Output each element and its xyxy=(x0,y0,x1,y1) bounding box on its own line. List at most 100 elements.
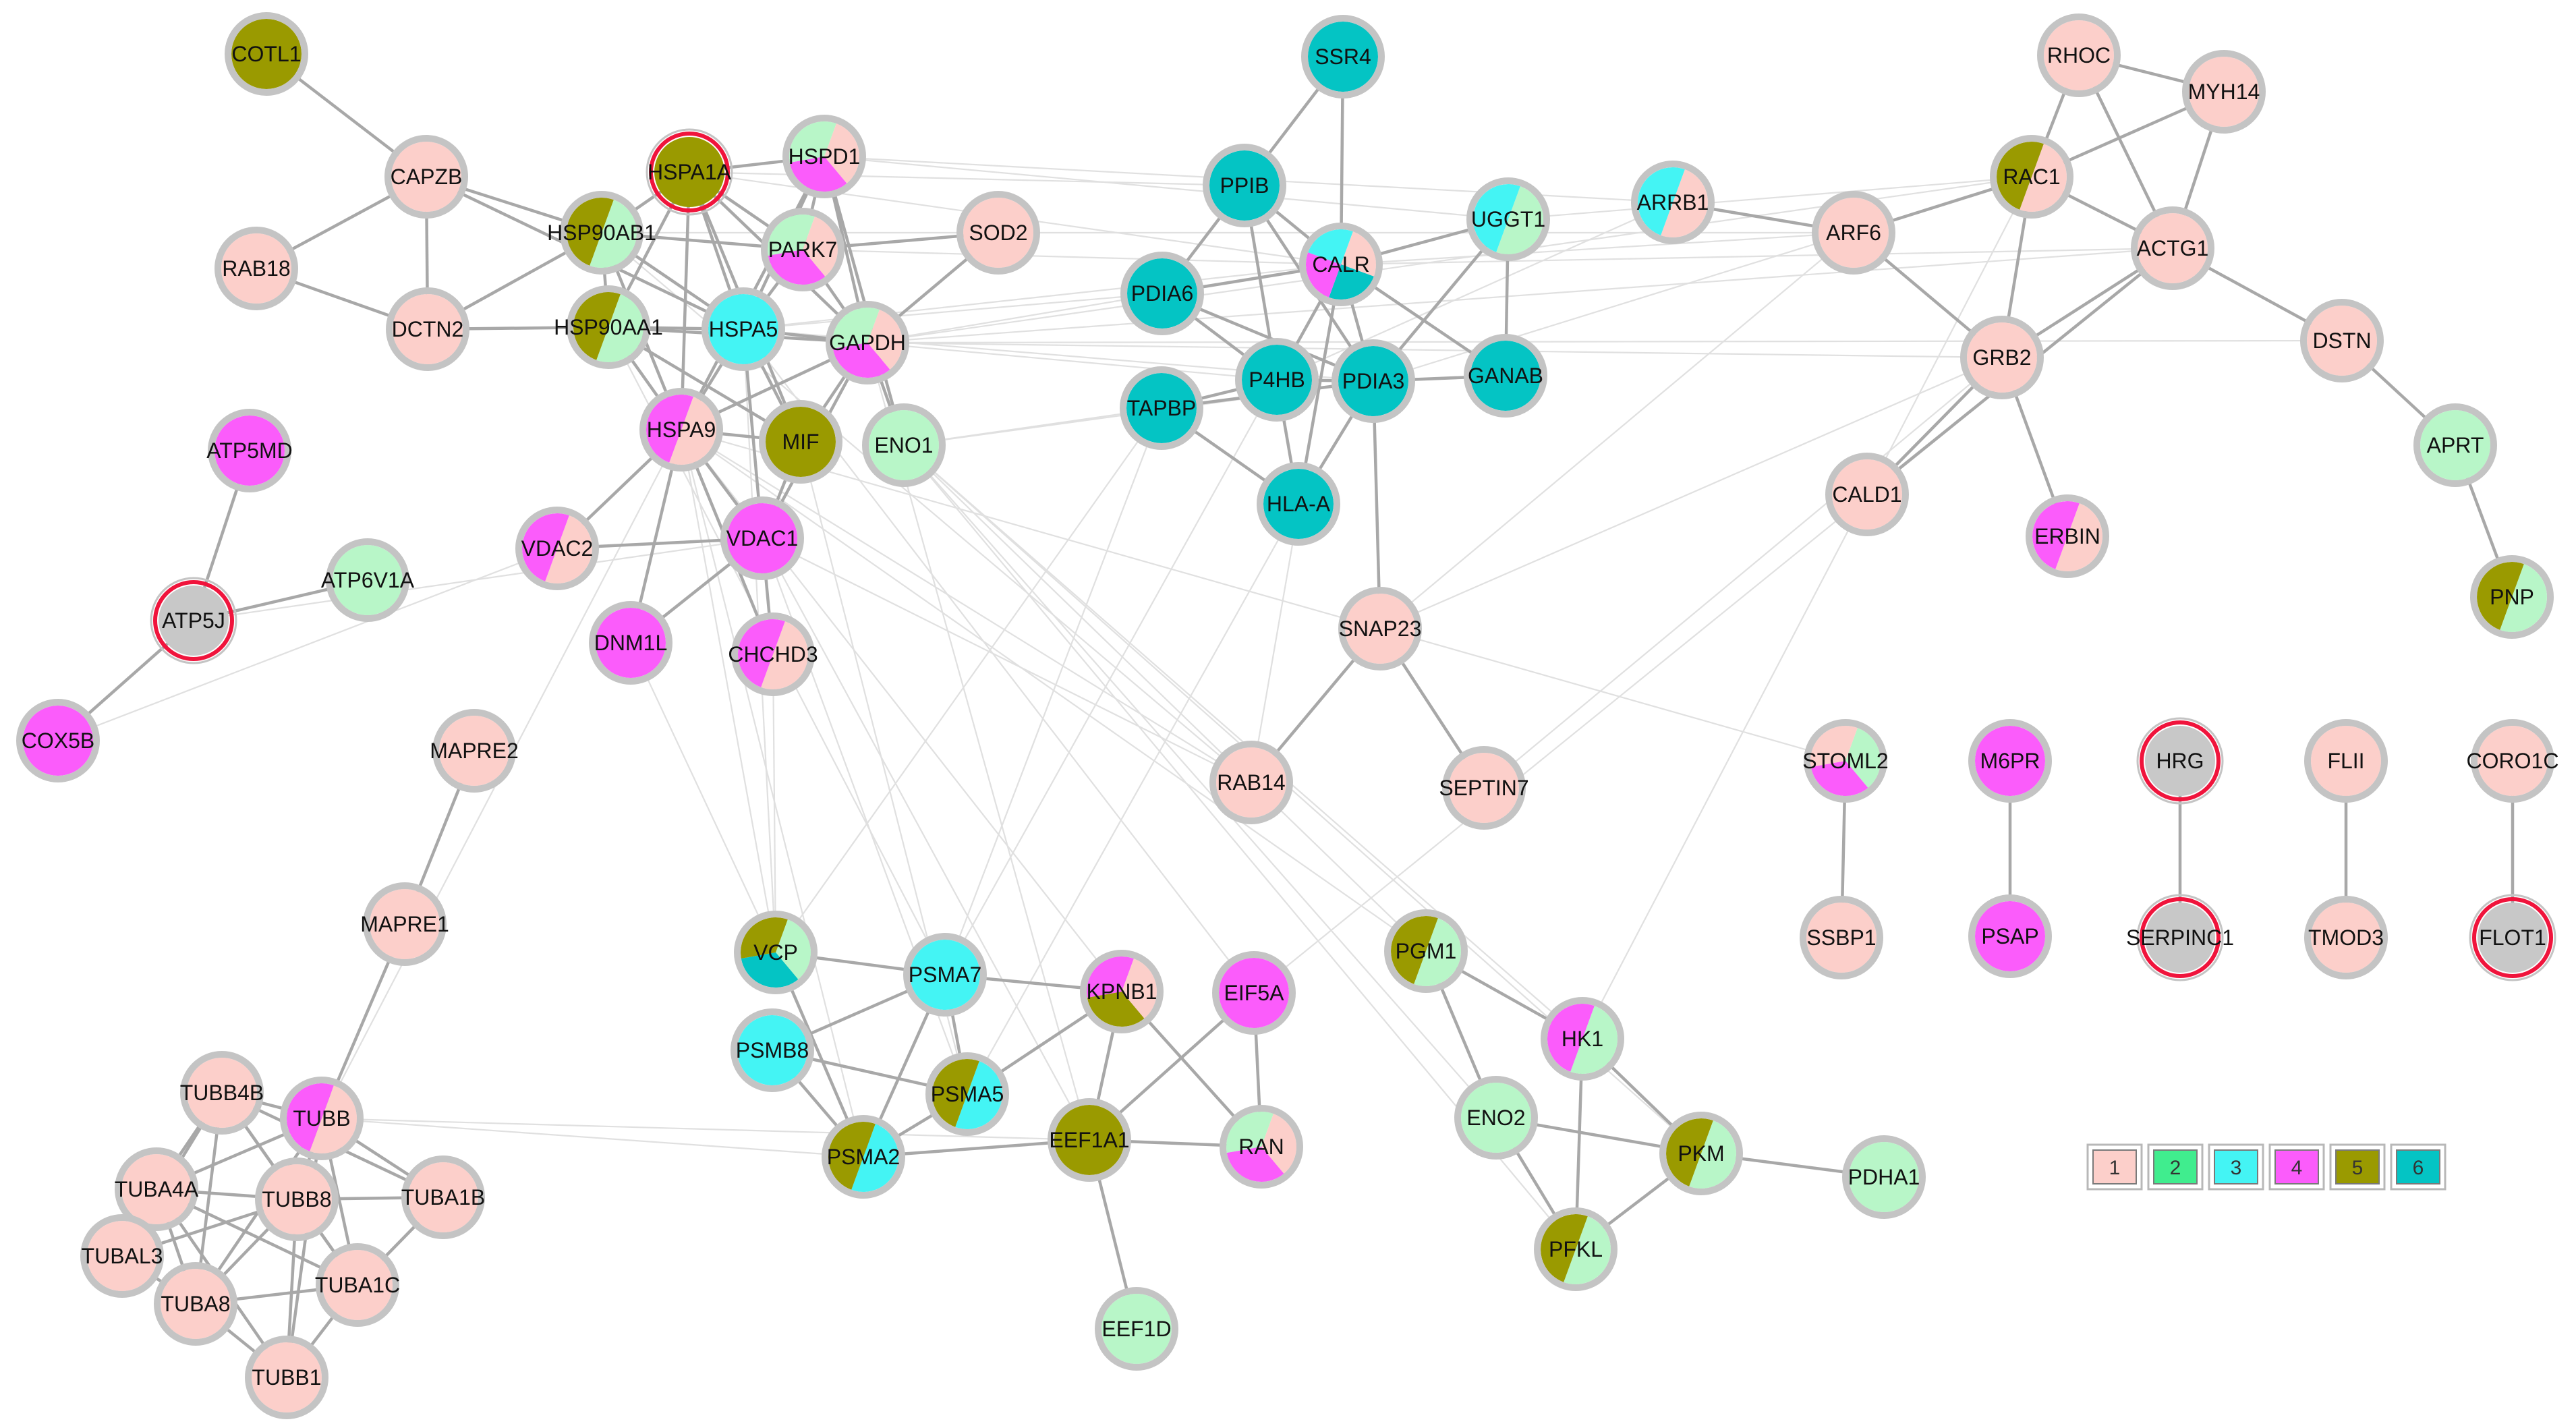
node-stoml2[interactable]: STOML2 xyxy=(1802,719,1889,803)
node-psma5[interactable]: PSMA5 xyxy=(925,1052,1009,1136)
node-arrb1[interactable]: ARRB1 xyxy=(1631,161,1715,244)
node-snap23[interactable]: SNAP23 xyxy=(1338,587,1422,670)
node-segment xyxy=(1226,1147,1284,1182)
node-mapre1[interactable]: MAPRE1 xyxy=(360,882,449,966)
node-hspa1a[interactable]: HSPA1A xyxy=(646,128,733,216)
node-tmod3[interactable]: TMOD3 xyxy=(2304,896,2388,979)
node-fill xyxy=(1242,345,1312,415)
edge-HSPD1-ENO1 xyxy=(822,156,906,446)
node-park7[interactable]: PARK7 xyxy=(761,208,845,291)
node-hsp90ab1[interactable]: HSP90AB1 xyxy=(547,191,656,275)
node-hspa9[interactable]: HSPA9 xyxy=(639,388,723,472)
node-hrg[interactable]: HRG xyxy=(2136,717,2224,805)
node-segment xyxy=(310,1085,357,1153)
node-psap[interactable]: PSAP xyxy=(1968,894,2052,978)
node-rab18[interactable]: RAB18 xyxy=(214,227,298,310)
node-dstn[interactable]: DSTN xyxy=(2300,299,2384,382)
node-mif[interactable]: MIF xyxy=(759,400,842,484)
node-tuba4a[interactable]: TUBA4A xyxy=(115,1147,199,1231)
node-tuba1b[interactable]: TUBA1B xyxy=(401,1155,485,1239)
node-pdia6[interactable]: PDIA6 xyxy=(1120,252,1204,335)
node-tubb[interactable]: TUBB xyxy=(280,1077,364,1160)
legend-item-4: 4 xyxy=(2268,1143,2325,1191)
node-dctn2[interactable]: DCTN2 xyxy=(386,287,469,371)
node-ran[interactable]: RAN xyxy=(1220,1105,1303,1189)
node-atp5j[interactable]: ATP5J xyxy=(150,577,237,664)
node-vdac1[interactable]: VDAC1 xyxy=(720,496,804,580)
node-psma7[interactable]: PSMA7 xyxy=(903,933,987,1017)
node-segment xyxy=(738,619,785,687)
node-sod2[interactable]: SOD2 xyxy=(956,191,1040,275)
node-hspd1[interactable]: HSPD1 xyxy=(782,115,866,198)
node-segment xyxy=(1122,959,1157,1019)
node-psma2[interactable]: PSMA2 xyxy=(822,1115,905,1199)
node-fill xyxy=(221,233,291,304)
node-hk1[interactable]: HK1 xyxy=(1541,997,1624,1081)
node-eif5a[interactable]: EIF5A xyxy=(1212,951,1296,1035)
node-capzb[interactable]: CAPZB xyxy=(384,135,468,219)
node-tuba8[interactable]: TUBA8 xyxy=(154,1262,237,1346)
node-chchd3[interactable]: CHCHD3 xyxy=(728,612,818,696)
node-eno2[interactable]: ENO2 xyxy=(1454,1076,1538,1160)
node-eno1[interactable]: ENO1 xyxy=(862,403,946,487)
node-tubb1[interactable]: TUBB1 xyxy=(245,1336,328,1419)
node-p4hb[interactable]: P4HB xyxy=(1235,338,1319,422)
node-serpinc1[interactable]: SERPINC1 xyxy=(2126,894,2234,981)
node-myh14[interactable]: MYH14 xyxy=(2182,50,2266,134)
node-ring xyxy=(2304,896,2388,979)
node-pnp[interactable]: PNP xyxy=(2470,555,2554,639)
node-fill xyxy=(737,1015,807,1085)
node-kpnb1[interactable]: KPNB1 xyxy=(1080,950,1164,1033)
node-eef1d[interactable]: EEF1D xyxy=(1095,1287,1178,1371)
node-arf6[interactable]: ARF6 xyxy=(1812,191,1895,275)
node-fill xyxy=(1054,1105,1124,1175)
edge-faint-COX5B-VDAC2 xyxy=(57,547,558,742)
node-flot1[interactable]: FLOT1 xyxy=(2469,894,2556,981)
node-ganab[interactable]: GANAB xyxy=(1464,334,1547,418)
node-actg1[interactable]: ACTG1 xyxy=(2131,206,2214,290)
node-septin7[interactable]: SEPTIN7 xyxy=(1439,746,1529,830)
node-uggt1[interactable]: UGGT1 xyxy=(1466,177,1550,261)
node-aprt[interactable]: APRT xyxy=(2413,403,2497,487)
node-mapre2[interactable]: MAPRE2 xyxy=(430,709,519,793)
node-pdha1[interactable]: PDHA1 xyxy=(1842,1135,1926,1219)
node-coro1c[interactable]: CORO1C xyxy=(2467,719,2559,803)
node-ppib[interactable]: PPIB xyxy=(1203,144,1286,227)
node-flii[interactable]: FLII xyxy=(2304,719,2388,803)
node-erbin[interactable]: ERBIN xyxy=(2026,494,2109,578)
node-pfkl[interactable]: PFKL xyxy=(1534,1207,1618,1291)
node-hsp90aa1[interactable]: HSP90AA1 xyxy=(554,285,663,369)
node-hla-a[interactable]: HLA-A xyxy=(1257,462,1340,546)
node-tubal3[interactable]: TUBAL3 xyxy=(80,1214,164,1298)
node-cald1[interactable]: CALD1 xyxy=(1825,453,1909,536)
node-calr[interactable]: CALR xyxy=(1299,223,1383,306)
node-tapbp[interactable]: TAPBP xyxy=(1120,366,1203,450)
node-rac1[interactable]: RAC1 xyxy=(1990,135,2073,219)
node-m6pr[interactable]: M6PR xyxy=(1968,719,2052,803)
node-pgm1[interactable]: PGM1 xyxy=(1384,909,1468,993)
node-vdac2[interactable]: VDAC2 xyxy=(515,507,599,590)
node-ssbp1[interactable]: SSBP1 xyxy=(1800,896,1883,979)
node-atp6v1a[interactable]: ATP6V1A xyxy=(321,538,415,622)
node-grb2[interactable]: GRB2 xyxy=(1960,316,2044,399)
node-vcp[interactable]: VCP xyxy=(734,911,818,994)
node-fill xyxy=(596,608,666,678)
node-ring xyxy=(1338,587,1422,670)
node-tuba1c[interactable]: TUBA1C xyxy=(315,1243,400,1327)
node-rab14[interactable]: RAB14 xyxy=(1209,741,1293,824)
node-atp5md[interactable]: ATP5MD xyxy=(206,409,293,492)
node-tubb8[interactable]: TUBB8 xyxy=(255,1158,339,1241)
node-cotl1[interactable]: COTL1 xyxy=(225,12,308,96)
node-ssr4[interactable]: SSR4 xyxy=(1301,15,1385,98)
node-rhoc[interactable]: RHOC xyxy=(2037,13,2121,97)
node-eef1a1[interactable]: EEF1A1 xyxy=(1048,1098,1131,1182)
node-pdia3[interactable]: PDIA3 xyxy=(1332,339,1415,423)
node-psmb8[interactable]: PSMB8 xyxy=(731,1008,814,1092)
node-dnm1l[interactable]: DNM1L xyxy=(589,601,672,685)
node-cox5b[interactable]: COX5B xyxy=(16,699,100,782)
node-tubb4b[interactable]: TUBB4B xyxy=(180,1051,264,1135)
node-pkm[interactable]: PKM xyxy=(1659,1112,1743,1195)
node-gapdh[interactable]: GAPDH xyxy=(826,301,909,384)
node-segment xyxy=(1547,1004,1595,1072)
node-hspa5[interactable]: HSPA5 xyxy=(702,287,785,371)
